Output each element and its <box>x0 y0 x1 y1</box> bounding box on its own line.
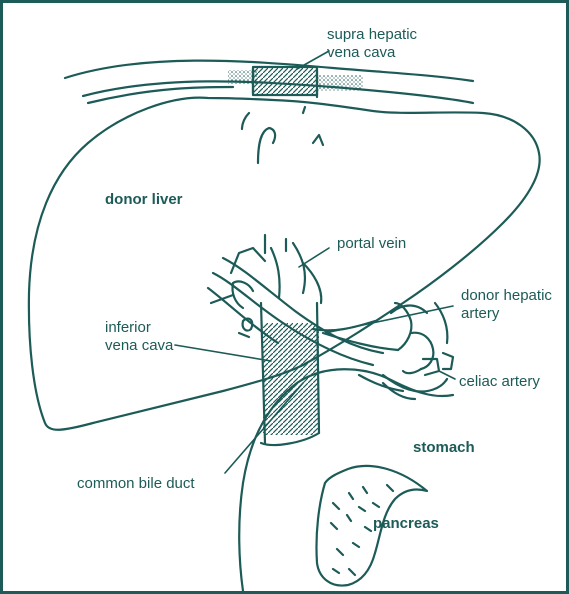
label-donor-hepatic-artery: donor hepatic artery <box>461 287 552 323</box>
label-portal-vein: portal vein <box>337 235 406 253</box>
leader-inferior <box>175 345 271 361</box>
label-donor-liver: donor liver <box>105 191 183 209</box>
label-supra-hepatic-line2: vena cava <box>327 44 417 62</box>
inferior-vena-cava-drawing <box>261 303 319 445</box>
leader-donor-hepatic <box>325 306 453 333</box>
label-pancreas: pancreas <box>373 515 439 533</box>
label-common-bile-duct: common bile duct <box>77 475 195 493</box>
label-inferior-line1: inferior <box>105 319 173 337</box>
supra-hepatic-vena-cava-drawing <box>65 61 473 103</box>
label-inferior-vena-cava: inferior vena cava <box>105 319 173 355</box>
label-donor-hepatic-line1: donor hepatic <box>461 287 552 305</box>
leader-portal-vein <box>299 248 329 267</box>
label-inferior-line2: vena cava <box>105 337 173 355</box>
label-donor-hepatic-line2: artery <box>461 305 552 323</box>
label-celiac-artery: celiac artery <box>459 373 540 391</box>
leader-celiac <box>439 371 455 379</box>
label-supra-hepatic: supra hepatic vena cava <box>327 26 417 62</box>
label-supra-hepatic-line1: supra hepatic <box>327 26 417 44</box>
label-stomach: stomach <box>413 439 475 457</box>
